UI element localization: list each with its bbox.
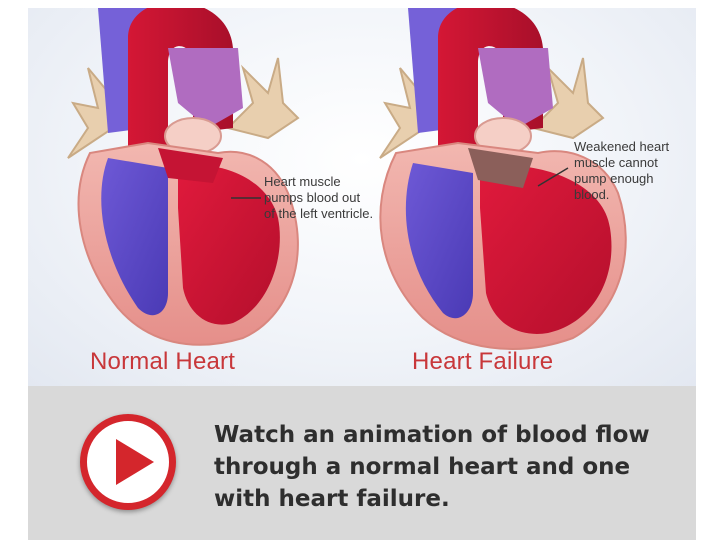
video-link-panel[interactable]: Watch an animation of blood flow through… — [28, 386, 696, 540]
heart-illustration: Heart muscle pumps blood out of the left… — [28, 8, 696, 386]
normal-heart-caption: Normal Heart — [90, 348, 235, 376]
normal-heart-note: Heart muscle pumps blood out of the left… — [264, 174, 374, 222]
play-button[interactable] — [80, 414, 176, 510]
video-link-text[interactable]: Watch an animation of blood flow through… — [214, 419, 684, 515]
play-icon — [116, 439, 154, 485]
heart-failure-caption: Heart Failure — [412, 348, 553, 376]
heart-failure-note: Weakened heart muscle cannot pump enough… — [574, 139, 686, 203]
